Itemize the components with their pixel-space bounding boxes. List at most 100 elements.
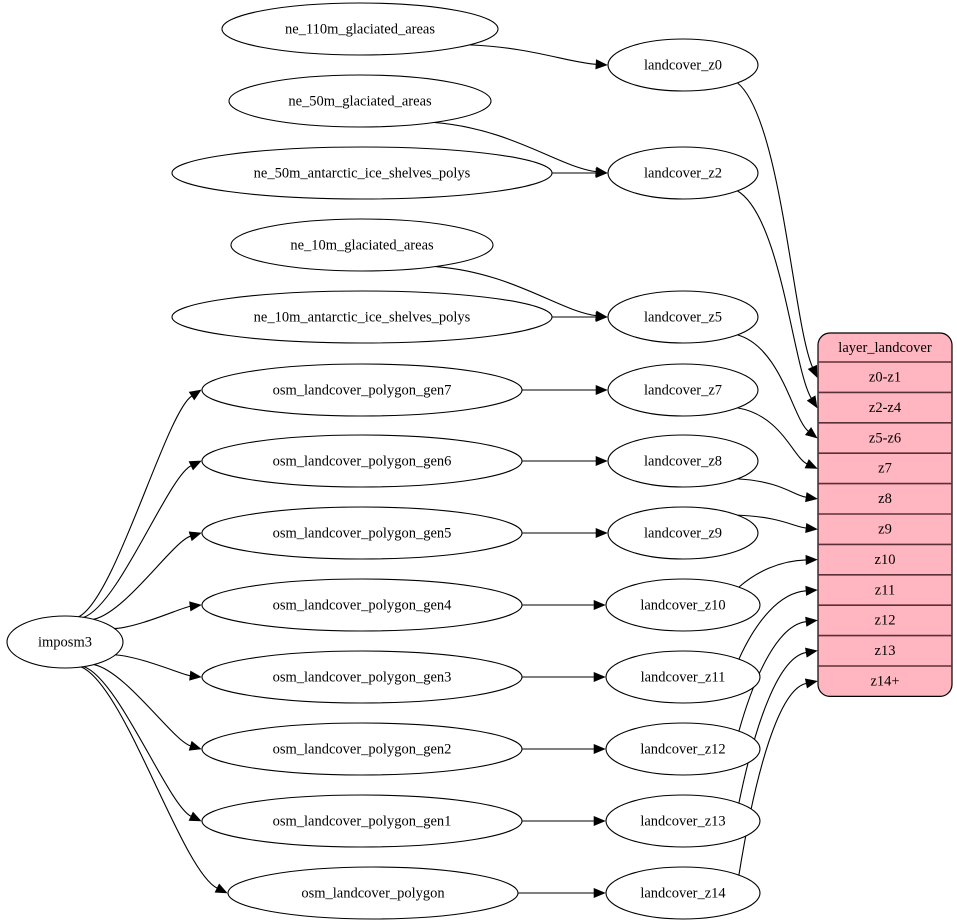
- record-row-z13[interactable]: z13: [875, 643, 896, 659]
- node-osm_landcover_polygon_gen5[interactable]: osm_landcover_polygon_gen5: [201, 506, 523, 560]
- node-label-landcover_z11: landcover_z11: [641, 669, 726, 685]
- record-row-z10[interactable]: z10: [875, 552, 896, 568]
- node-label-imposm3: imposm3: [38, 634, 92, 650]
- node-shape-ne_50m_glaciated_areas: [228, 74, 492, 128]
- node-shape-ne_10m_glaciated_areas: [230, 218, 494, 272]
- node-shape-landcover_z0: [607, 38, 759, 92]
- edge-landcover_z9-to-z9: [737, 514, 818, 534]
- edge-landcover_z0-to-z0-z1: [737, 82, 818, 378]
- record-row-z12[interactable]: z12: [875, 613, 896, 629]
- node-landcover_z2[interactable]: landcover_z2: [607, 146, 759, 200]
- node-label-landcover_z12: landcover_z12: [640, 741, 725, 757]
- node-label-ne_110m_glaciated_areas: ne_110m_glaciated_areas: [285, 21, 435, 37]
- node-landcover_z12[interactable]: landcover_z12: [605, 722, 761, 776]
- node-shape-osm_landcover_polygon_gen6: [201, 434, 523, 488]
- edge-osm_landcover_polygon_gen1-to-landcover_z13: [522, 815, 606, 827]
- edge-ne_50m_antarctic_ice_shelves_polys-to-landcover_z2: [552, 167, 608, 179]
- record-row-z0-z1[interactable]: z0-z1: [869, 370, 901, 386]
- node-shape-landcover_z13: [605, 794, 761, 848]
- node-shape-osm_landcover_polygon_gen2: [201, 722, 523, 776]
- node-landcover_z0[interactable]: landcover_z0: [607, 38, 759, 92]
- node-shape-landcover_z5: [607, 290, 759, 344]
- edge-imposm3-to-osm_landcover_polygon_gen2: [93, 664, 202, 751]
- node-label-landcover_z2: landcover_z2: [644, 165, 722, 181]
- record-row-z9[interactable]: z9: [878, 522, 892, 538]
- edge-osm_landcover_polygon_gen4-to-landcover_z10: [522, 599, 606, 611]
- edge-ne_110m_glaciated_areas-to-landcover_z0: [469, 44, 608, 70]
- node-landcover_z14[interactable]: landcover_z14: [605, 866, 761, 920]
- node-osm_landcover_polygon_gen3[interactable]: osm_landcover_polygon_gen3: [201, 650, 523, 704]
- record-row-z14+[interactable]: z14+: [870, 674, 899, 690]
- node-label-landcover_z7: landcover_z7: [644, 382, 722, 398]
- node-shape-landcover_z10: [605, 578, 761, 632]
- node-label-landcover_z5: landcover_z5: [644, 309, 722, 325]
- node-shape-landcover_z14: [605, 866, 761, 920]
- node-shape-landcover_z11: [605, 650, 761, 704]
- node-ne_50m_glaciated_areas[interactable]: ne_50m_glaciated_areas: [228, 74, 492, 128]
- record-row-z7[interactable]: z7: [878, 461, 892, 477]
- edge-imposm3-to-osm_landcover_polygon_gen1: [83, 666, 202, 822]
- edge-landcover_z10-to-z10: [738, 554, 818, 588]
- edge-imposm3-to-osm_landcover_polygon_gen5: [93, 531, 202, 620]
- record-row-z11[interactable]: z11: [875, 582, 895, 598]
- node-shape-landcover_z2: [607, 146, 759, 200]
- edge-imposm3-to-osm_landcover_polygon_gen3: [115, 654, 202, 681]
- node-osm_landcover_polygon_gen2[interactable]: osm_landcover_polygon_gen2: [201, 722, 523, 776]
- edge-imposm3-to-osm_landcover_polygon_gen4: [114, 601, 202, 630]
- node-shape-landcover_z8: [607, 434, 759, 488]
- node-shape-osm_landcover_polygon_gen4: [201, 578, 523, 632]
- node-shape-ne_10m_antarctic_ice_shelves_polys: [171, 290, 553, 344]
- edges-layer: [78, 44, 818, 899]
- edge-osm_landcover_polygon_gen7-to-landcover_z7: [522, 384, 608, 396]
- node-osm_landcover_polygon_gen7[interactable]: osm_landcover_polygon_gen7: [201, 363, 523, 417]
- node-imposm3[interactable]: imposm3: [6, 615, 124, 669]
- edge-osm_landcover_polygon_gen6-to-landcover_z8: [522, 455, 608, 467]
- node-landcover_z5[interactable]: landcover_z5: [607, 290, 759, 344]
- node-label-landcover_z0: landcover_z0: [644, 57, 722, 73]
- node-ne_10m_glaciated_areas[interactable]: ne_10m_glaciated_areas: [230, 218, 494, 272]
- node-landcover_z10[interactable]: landcover_z10: [605, 578, 761, 632]
- node-shape-ne_110m_glaciated_areas: [221, 2, 499, 56]
- node-label-landcover_z13: landcover_z13: [640, 813, 725, 829]
- record-node-layer: layer_landcoverz0-z1z2-z4z5-z6z7z8z9z10z…: [817, 332, 953, 697]
- record-node-layer_landcover[interactable]: layer_landcoverz0-z1z2-z4z5-z6z7z8z9z10z…: [817, 332, 953, 697]
- node-label-ne_10m_antarctic_ice_shelves_polys: ne_10m_antarctic_ice_shelves_polys: [254, 309, 471, 325]
- node-osm_landcover_polygon_gen1[interactable]: osm_landcover_polygon_gen1: [201, 794, 523, 848]
- node-landcover_z11[interactable]: landcover_z11: [605, 650, 761, 704]
- node-label-landcover_z14: landcover_z14: [640, 885, 726, 901]
- edge-landcover_z14-to-z14+: [738, 678, 818, 876]
- edge-landcover_z2-to-z2-z4: [737, 190, 818, 409]
- node-ne_10m_antarctic_ice_shelves_polys[interactable]: ne_10m_antarctic_ice_shelves_polys: [171, 290, 553, 344]
- node-landcover_z13[interactable]: landcover_z13: [605, 794, 761, 848]
- node-osm_landcover_polygon_gen4[interactable]: osm_landcover_polygon_gen4: [201, 578, 523, 632]
- edge-landcover_z7-to-z7: [737, 407, 818, 469]
- node-landcover_z8[interactable]: landcover_z8: [607, 434, 759, 488]
- edge-osm_landcover_polygon-to-landcover_z14: [517, 887, 606, 899]
- edge-landcover_z8-to-z8: [737, 478, 818, 503]
- node-label-ne_50m_glaciated_areas: ne_50m_glaciated_areas: [288, 93, 432, 109]
- node-osm_landcover_polygon_gen6[interactable]: osm_landcover_polygon_gen6: [201, 434, 523, 488]
- node-osm_landcover_polygon[interactable]: osm_landcover_polygon: [227, 866, 519, 920]
- edge-osm_landcover_polygon_gen3-to-landcover_z11: [522, 671, 606, 683]
- node-shape-landcover_z12: [605, 722, 761, 776]
- node-label-ne_50m_antarctic_ice_shelves_polys: ne_50m_antarctic_ice_shelves_polys: [254, 165, 471, 181]
- node-shape-imposm3: [6, 615, 124, 669]
- record-row-z2-z4[interactable]: z2-z4: [869, 400, 902, 416]
- edge-osm_landcover_polygon_gen2-to-landcover_z12: [521, 743, 606, 755]
- node-label-landcover_z8: landcover_z8: [644, 453, 722, 469]
- node-label-osm_landcover_polygon_gen5: osm_landcover_polygon_gen5: [273, 525, 452, 541]
- edge-landcover_z5-to-z5-z6: [737, 334, 818, 439]
- node-label-osm_landcover_polygon_gen3: osm_landcover_polygon_gen3: [273, 669, 452, 685]
- node-label-osm_landcover_polygon_gen6: osm_landcover_polygon_gen6: [273, 453, 452, 469]
- node-label-osm_landcover_polygon_gen1: osm_landcover_polygon_gen1: [273, 813, 452, 829]
- node-ne_110m_glaciated_areas[interactable]: ne_110m_glaciated_areas: [221, 2, 499, 56]
- record-row-z8[interactable]: z8: [878, 491, 892, 507]
- node-shape-ne_50m_antarctic_ice_shelves_polys: [171, 146, 553, 200]
- node-landcover_z9[interactable]: landcover_z9: [607, 506, 759, 560]
- node-ne_50m_antarctic_ice_shelves_polys[interactable]: ne_50m_antarctic_ice_shelves_polys: [171, 146, 553, 200]
- node-landcover_z7[interactable]: landcover_z7: [607, 363, 759, 417]
- edge-imposm3-to-osm_landcover_polygon_gen6: [83, 460, 202, 618]
- node-shape-osm_landcover_polygon_gen3: [201, 650, 523, 704]
- record-row-z5-z6[interactable]: z5-z6: [869, 430, 901, 446]
